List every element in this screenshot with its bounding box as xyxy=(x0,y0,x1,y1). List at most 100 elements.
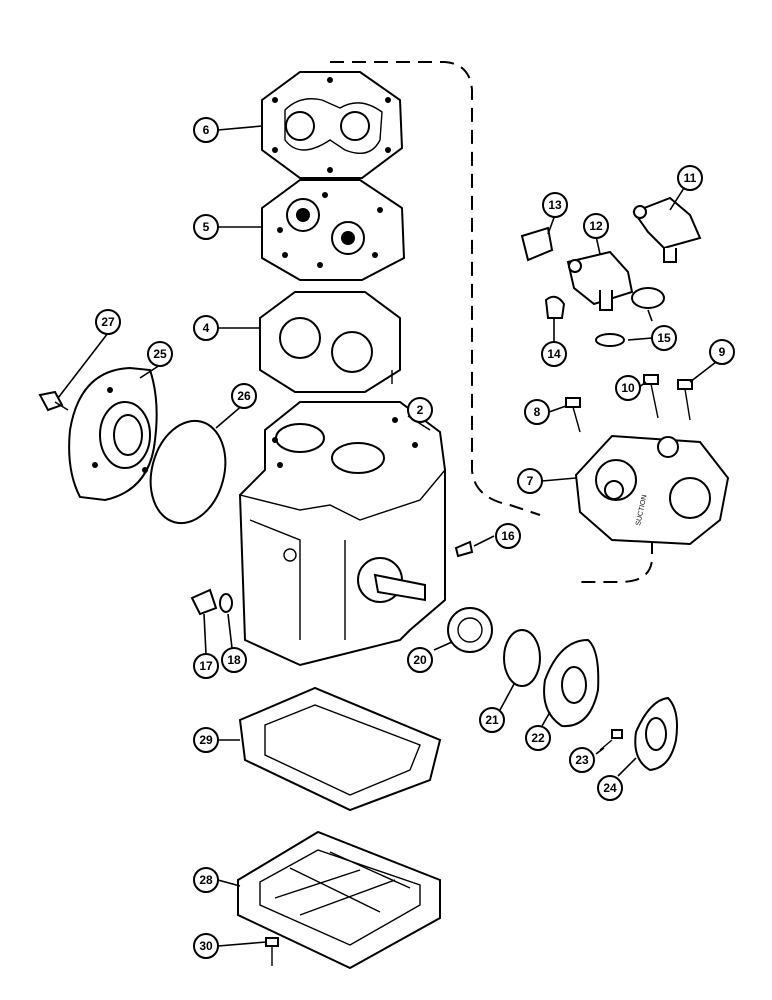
callout-label: 30 xyxy=(199,939,213,953)
callout-circle xyxy=(193,727,219,753)
callout-22: 22 xyxy=(525,725,551,751)
compressor-body xyxy=(238,401,446,667)
callout-circle xyxy=(517,468,543,494)
callout-circle xyxy=(193,214,219,240)
callout-circle xyxy=(583,213,609,239)
callout-circle xyxy=(525,725,551,751)
callout-label: 29 xyxy=(199,733,213,747)
callout-circle xyxy=(495,523,521,549)
callout-circle xyxy=(541,341,567,367)
assembly-dashed-line xyxy=(330,61,653,583)
callout-10: 10 xyxy=(615,375,641,401)
valve-cap-14 xyxy=(544,295,566,319)
callout-circle xyxy=(479,707,505,733)
callout-label: 24 xyxy=(603,781,617,795)
shaft-seal xyxy=(447,607,493,653)
callout-label: 9 xyxy=(719,345,726,359)
shaft-seal-o-ring xyxy=(503,629,541,687)
callout-label: 22 xyxy=(531,731,545,745)
callout-8: 8 xyxy=(524,399,550,425)
callout-circle xyxy=(221,647,247,673)
callout-29: 29 xyxy=(193,727,219,753)
callout-11: 11 xyxy=(677,165,703,191)
callout-label: 21 xyxy=(485,713,499,727)
callout-21: 21 xyxy=(479,707,505,733)
callout-circle xyxy=(597,775,623,801)
callout-label: 23 xyxy=(575,753,589,767)
leader-lines xyxy=(57,125,717,947)
callout-14: 14 xyxy=(541,341,567,367)
callout-circle xyxy=(193,117,219,143)
callout-20: 20 xyxy=(407,647,433,673)
callout-label: 5 xyxy=(203,220,210,234)
service-valve-11 xyxy=(632,196,702,263)
drain-plug-o-ring xyxy=(219,593,233,613)
callout-7: 7 xyxy=(517,468,543,494)
callout-label: 28 xyxy=(199,873,213,887)
dust-cover xyxy=(634,696,678,772)
callout-label: 8 xyxy=(534,405,541,419)
bottom-plate-gasket xyxy=(238,686,442,812)
callout-label: 14 xyxy=(547,347,561,361)
callout-label: 10 xyxy=(621,381,635,395)
callout-27: 27 xyxy=(95,309,121,335)
seal-plate-screw xyxy=(599,729,623,751)
callout-label: 25 xyxy=(153,347,167,361)
callout-17: 17 xyxy=(193,653,219,679)
seal-plate xyxy=(543,638,600,728)
head-bolt-10 xyxy=(643,374,659,419)
callout-circle xyxy=(542,192,568,218)
callout-15: 15 xyxy=(651,325,677,351)
front-plate-o-ring xyxy=(149,419,227,525)
valve-cap-13 xyxy=(520,226,554,262)
callout-label: 7 xyxy=(527,474,534,488)
valve-o-ring-upper xyxy=(631,287,665,309)
callout-18: 18 xyxy=(221,647,247,673)
bottom-cover-bolt xyxy=(265,937,279,966)
callout-label: 11 xyxy=(684,171,697,185)
callout-label: 2 xyxy=(417,403,424,417)
callout-circle xyxy=(651,325,677,351)
callout-label: 27 xyxy=(101,315,115,329)
callout-group: 6 5 4 27 25 26 2 13 12 11 14 15 10 9 8 7 16 17 18 20 21 22 23 2… xyxy=(95,117,735,959)
callout-circle xyxy=(193,315,219,341)
callout-circle xyxy=(407,397,433,423)
callout-circle xyxy=(569,747,595,773)
callout-12: 12 xyxy=(583,213,609,239)
callout-circle xyxy=(95,309,121,335)
callout-label: 6 xyxy=(203,123,210,137)
valve-plate-gasket xyxy=(261,71,404,179)
callout-label: 20 xyxy=(413,653,427,667)
callout-label: 12 xyxy=(589,219,603,233)
callout-circle xyxy=(193,867,219,893)
callout-circle xyxy=(709,339,735,365)
callout-16: 16 xyxy=(495,523,521,549)
callout-23: 23 xyxy=(569,747,595,773)
front-plate xyxy=(68,366,158,502)
callout-circle xyxy=(193,653,219,679)
head-bolt-9 xyxy=(677,379,693,421)
valve-o-ring-lower xyxy=(595,333,625,347)
callout-4: 4 xyxy=(193,315,219,341)
callout-label: 13 xyxy=(548,198,562,212)
callout-6: 6 xyxy=(193,117,219,143)
callout-label: 16 xyxy=(501,529,515,543)
callout-circle xyxy=(524,399,550,425)
callout-circle xyxy=(231,383,257,409)
callout-24: 24 xyxy=(597,775,623,801)
cylinder-gasket xyxy=(259,291,401,393)
callout-25: 25 xyxy=(147,341,173,367)
callout-26: 26 xyxy=(231,383,257,409)
callout-label: 18 xyxy=(227,653,241,667)
callout-label: 26 xyxy=(237,389,251,403)
callout-30: 30 xyxy=(193,933,219,959)
callout-circle xyxy=(677,165,703,191)
cylinder-head: SUCTION xyxy=(574,434,730,546)
callout-9: 9 xyxy=(709,339,735,365)
callout-28: 28 xyxy=(193,867,219,893)
callout-13: 13 xyxy=(542,192,568,218)
bottom-cover xyxy=(237,830,441,970)
callout-circle xyxy=(407,647,433,673)
callout-5: 5 xyxy=(193,214,219,240)
